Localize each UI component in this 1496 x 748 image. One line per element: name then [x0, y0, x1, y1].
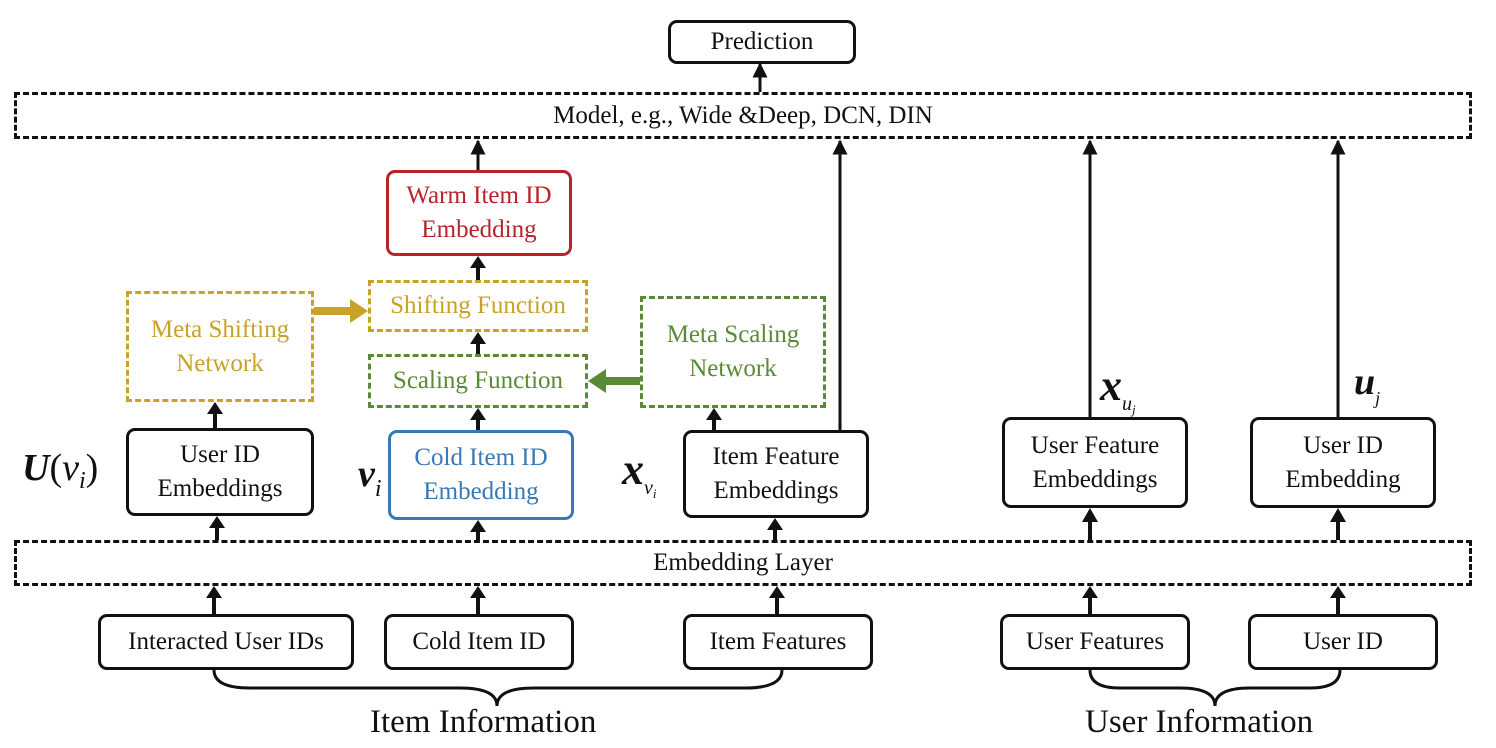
model-box: Model, e.g., Wide &Deep, DCN, DIN	[14, 92, 1472, 139]
user-id-embeddings-line2: Embeddings	[157, 475, 283, 502]
interacted-user-ids-box: Interacted User IDs	[98, 614, 354, 670]
arrow-meta-scale-to-scaling	[588, 369, 640, 393]
user-id-embeddings-line1: User ID	[180, 441, 260, 468]
item-features-box: Item Features	[683, 614, 873, 670]
user-features-box: User Features	[1000, 614, 1190, 670]
interacted-user-ids-label: Interacted User IDs	[128, 628, 324, 655]
user-information-label: User Information	[1085, 704, 1314, 740]
arrow-meta-shift-to-shifting	[314, 299, 368, 323]
symbol-x-vi-main: x	[622, 445, 644, 494]
item-feature-embeddings-box: Item Feature Embeddings	[683, 430, 869, 518]
arrow-to-user-id-embeddings	[209, 516, 225, 540]
warm-item-embedding-box: Warm Item ID Embedding	[386, 170, 572, 256]
arrow-cold-to-scaling	[470, 408, 486, 430]
symbol-v-main: v	[358, 453, 375, 495]
user-features-label: User Features	[1025, 628, 1165, 655]
symbol-u-sub: i	[78, 468, 86, 494]
arrow-to-item-feature-embeddings	[767, 518, 783, 540]
middle-arrows	[207, 256, 722, 430]
scaling-function-label: Scaling Function	[392, 367, 564, 394]
user-id-embedding-line1: User ID	[1303, 431, 1383, 459]
input-arrows	[206, 586, 1346, 614]
cold-item-embedding-line2: Embedding	[423, 478, 539, 505]
symbol-uj-main: u	[1354, 361, 1376, 403]
symbol-u-j: uj	[1354, 360, 1380, 409]
user-id-embedding-box: User ID Embedding	[1250, 417, 1436, 508]
cold-item-embedding-box: Cold Item ID Embedding	[388, 430, 574, 520]
meta-scaling-line2: Network	[689, 355, 777, 382]
arrow-shifting-to-warm	[470, 256, 486, 280]
item-features-label: Item Features	[709, 628, 847, 655]
symbol-u-v: v	[62, 447, 79, 489]
arrow-user-features-up	[1082, 586, 1098, 614]
arrow-interacted-ids-up	[206, 586, 222, 614]
arrow-user-emb-to-meta-shift	[207, 402, 223, 428]
user-feature-embeddings-box: User Feature Embeddings	[1002, 417, 1188, 508]
user-id-embedding-line2: Embedding	[1285, 465, 1401, 493]
symbol-v-sub: i	[374, 476, 382, 502]
embedding-arrows	[209, 508, 1346, 540]
symbol-x-u-j: xuj	[1100, 360, 1136, 418]
long-arrows	[470, 62, 1346, 430]
user-id-box: User ID	[1248, 614, 1438, 670]
meta-shifting-line2: Network	[176, 349, 264, 377]
shifting-function-box: Shifting Function	[368, 280, 588, 332]
user-id-embeddings-box: User ID Embeddings	[126, 428, 314, 516]
arrow-item-feat-to-meta-scale	[706, 408, 722, 430]
arrow-user-id-up	[1330, 586, 1346, 614]
symbol-x-vi-subsub: i	[652, 486, 657, 501]
arrow-to-user-id-embedding	[1330, 508, 1346, 540]
item-feature-embeddings-line1: Item Feature	[712, 443, 840, 470]
scaling-function-box: Scaling Function	[368, 354, 588, 408]
meta-shifting-line1: Meta Shifting	[150, 315, 290, 343]
cold-item-embedding-line1: Cold Item ID	[414, 444, 548, 471]
warm-item-label-line2: Embedding	[421, 216, 537, 243]
prediction-box: Prediction	[668, 20, 856, 64]
user-information-brace	[1088, 669, 1342, 707]
symbol-uj-sub: j	[1375, 388, 1381, 408]
model-label: Model, e.g., Wide &Deep, DCN, DIN	[553, 101, 933, 129]
item-feature-embeddings-line2: Embeddings	[713, 477, 839, 504]
user-id-label: User ID	[1303, 628, 1383, 655]
embedding-layer-label: Embedding Layer	[653, 549, 833, 576]
item-information-label: Item Information	[370, 704, 597, 740]
warm-item-label-line1: Warm Item ID	[406, 182, 552, 209]
symbol-x-uj-sub: u	[1122, 393, 1132, 415]
arrow-to-user-feature-embeddings	[1082, 508, 1098, 540]
symbol-x-vi-sub: v	[644, 477, 653, 499]
meta-scaling-network-box: Meta Scaling Network	[640, 296, 826, 408]
cold-item-id-label: Cold Item ID	[412, 628, 546, 655]
symbol-v-i: vi	[358, 452, 382, 503]
arrow-scaling-to-shifting	[470, 332, 486, 354]
arrow-to-cold-item-embedding	[470, 520, 486, 540]
user-feature-embeddings-line1: User Feature	[1030, 431, 1160, 459]
user-feature-embeddings-line2: Embeddings	[1032, 465, 1158, 493]
symbol-u-of-v-i: U(vi)	[22, 446, 98, 495]
embedding-layer-box: Embedding Layer	[14, 540, 1472, 586]
symbol-u-paren-close: )	[85, 447, 99, 489]
shifting-function-label: Shifting Function	[390, 292, 566, 319]
symbol-x-uj-main: x	[1100, 361, 1122, 410]
cold-item-id-box: Cold Item ID	[384, 614, 574, 670]
prediction-label: Prediction	[710, 28, 814, 55]
arrow-cold-item-id-up	[470, 586, 486, 614]
symbol-x-uj-subsub: j	[1132, 402, 1136, 417]
symbol-x-v-i: xvi	[622, 444, 657, 502]
meta-shifting-network-box: Meta Shifting Network	[126, 291, 314, 402]
arrow-item-features-up	[769, 586, 785, 614]
meta-scaling-line1: Meta Scaling	[666, 321, 800, 348]
item-information-brace	[212, 669, 784, 707]
symbol-u-main: U	[22, 447, 50, 489]
symbol-u-paren-open: (	[49, 447, 63, 489]
